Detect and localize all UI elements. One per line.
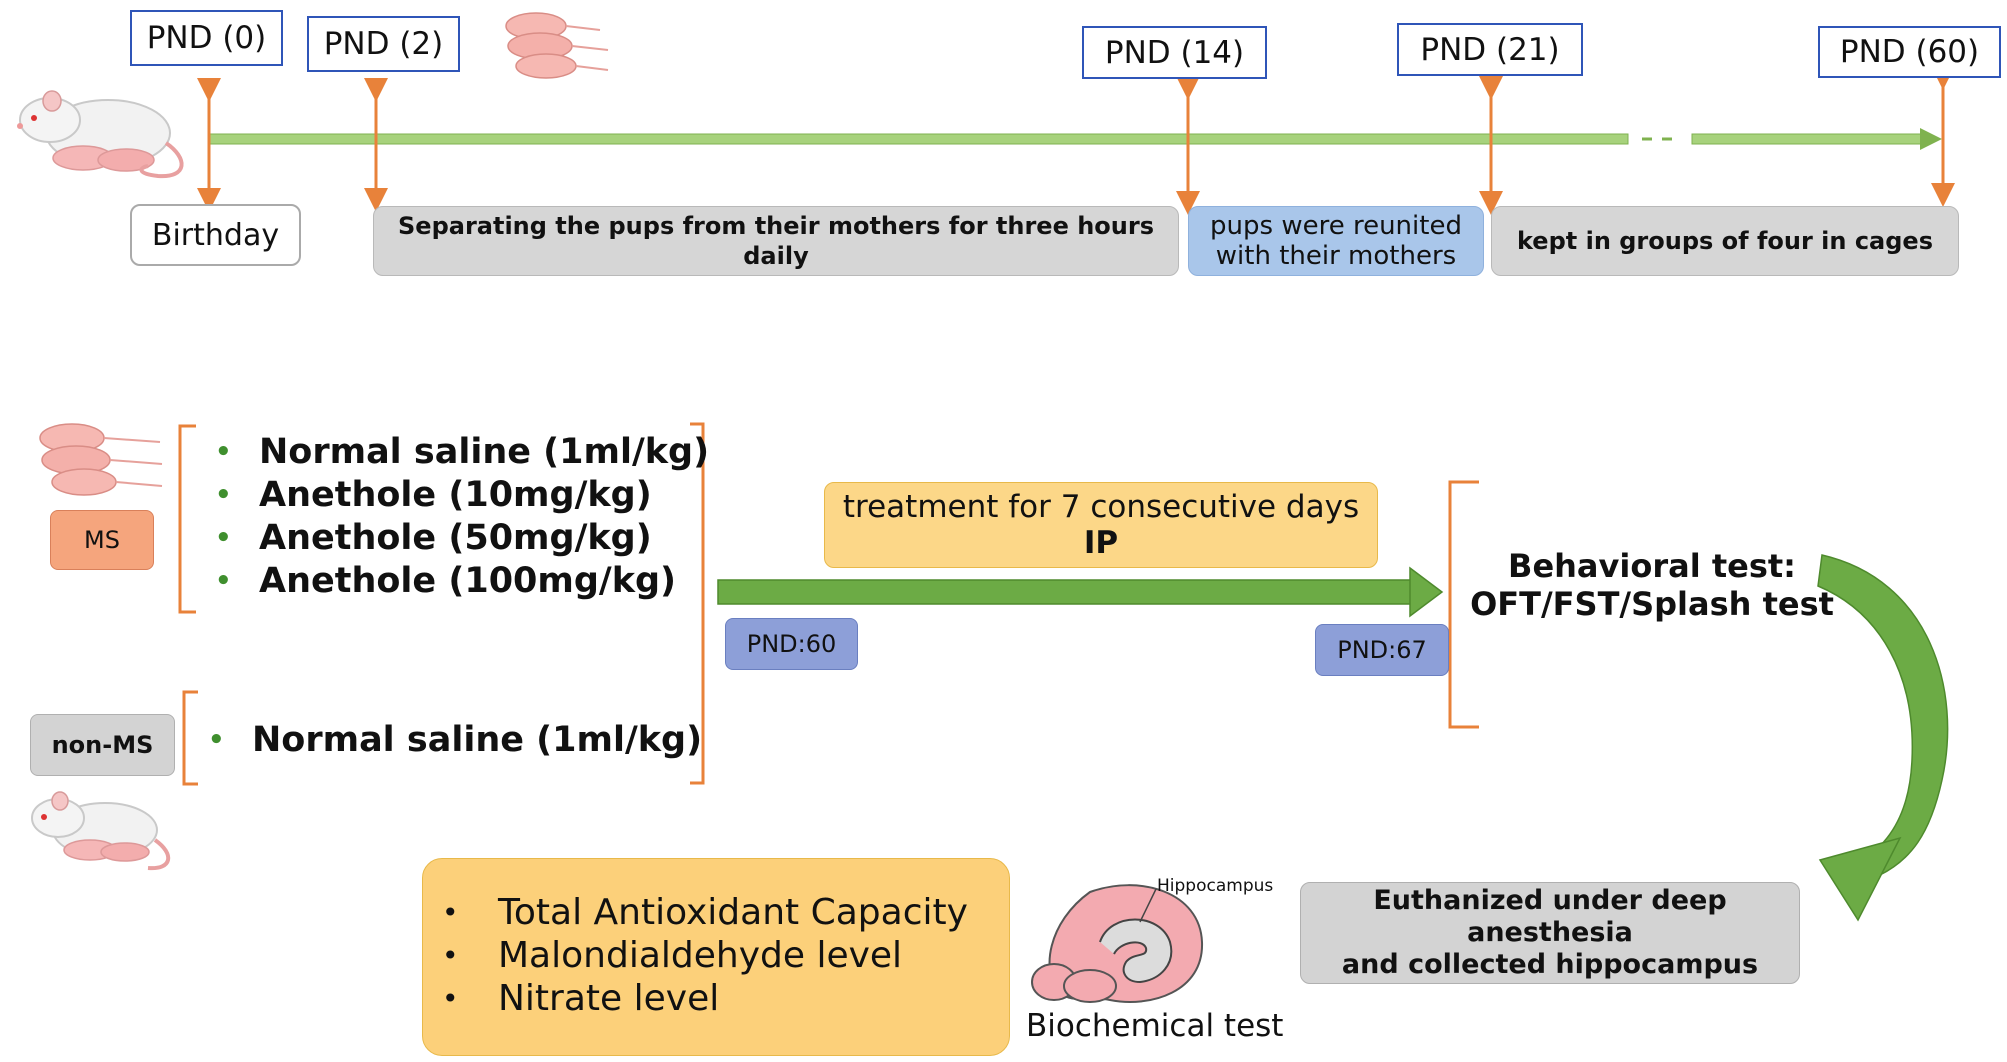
marker-pnd14: PND (14): [1082, 26, 1267, 79]
pups-illustration-top: [505, 12, 609, 79]
biochemical-list: •Total Antioxidant Capacity •Malondialde…: [422, 891, 968, 1020]
euthanized-line2: and collected hippocampus: [1341, 949, 1759, 980]
stage-birthday: Birthday: [130, 204, 301, 266]
all-groups-bracket-right: [690, 422, 705, 785]
list-item: •Normal saline (1ml/kg): [208, 720, 703, 760]
behavioral-test-label: Behavioral test: OFT/FST/Splash test: [1470, 540, 1834, 630]
behavioral-bracket: [1448, 480, 1479, 729]
treatment-line2: IP: [1083, 525, 1119, 561]
list-item: •Anethole (100mg/kg): [215, 561, 677, 601]
rat-illustration-nonms: [31, 791, 171, 871]
marker-pnd60: PND (60): [1818, 26, 2001, 78]
pups-illustration-ms: [39, 423, 163, 496]
pnd-start-tag: PND:60: [725, 618, 858, 670]
pnd-end-tag: PND:67: [1315, 624, 1449, 676]
ms-bracket-left: [178, 424, 196, 614]
list-item: •Anethole (10mg/kg): [215, 475, 652, 515]
marker-pnd0: PND (0): [130, 10, 283, 66]
stage-birthday-label: Birthday: [151, 217, 280, 253]
euthanized-box: Euthanized under deep anesthesia and col…: [1300, 882, 1800, 984]
marker-pnd21: PND (21): [1397, 23, 1583, 76]
timeline-line: [207, 128, 1942, 150]
nonms-bracket-left: [182, 690, 198, 786]
stage-reunited-line2: with their mothers: [1215, 241, 1457, 271]
stage-groups-label: kept in groups of four in cages: [1516, 227, 1933, 255]
list-item: •Anethole (50mg/kg): [215, 518, 652, 558]
timeline-marker-arrows: [197, 66, 1955, 215]
treatment-arrow: [717, 566, 1444, 618]
ms-tag: MS: [50, 510, 154, 570]
stage-separation: Separating the pups from their mothers f…: [373, 206, 1179, 276]
treatment-line1: treatment for 7 consecutive days: [842, 489, 1360, 525]
mother-rat-illustration: [17, 90, 184, 179]
euthanized-line1: Euthanized under deep anesthesia: [1373, 885, 1727, 948]
group-brackets: [178, 422, 1479, 786]
curved-arrow: [1817, 554, 1949, 922]
marker-pnd2: PND (2): [307, 16, 460, 72]
list-item: •Total Antioxidant Capacity: [442, 892, 968, 933]
nonms-tag: non-MS: [30, 714, 175, 776]
treatment-box: treatment for 7 consecutive days IP: [824, 482, 1378, 568]
nonms-treatment-list: •Normal saline (1ml/kg): [200, 719, 702, 762]
stage-reunited-line1: pups were reunited: [1210, 211, 1462, 241]
list-item: •Normal saline (1ml/kg): [215, 432, 710, 472]
behavioral-line2: OFT/FST/Splash test: [1470, 585, 1834, 623]
biochemical-test-title: Biochemical test: [1026, 1008, 1284, 1044]
ms-treatment-list: •Normal saline (1ml/kg) •Anethole (10mg/…: [207, 431, 709, 603]
behavioral-line1: Behavioral test:: [1508, 547, 1796, 585]
stage-separation-label: Separating the pups from their mothers f…: [398, 212, 1154, 270]
list-item: •Malondialdehyde level: [442, 935, 903, 976]
stage-groups: kept in groups of four in cages: [1491, 206, 1959, 276]
biochemical-box: [422, 858, 1010, 1056]
list-item: •Nitrate level: [442, 978, 720, 1019]
hippocampus-label: Hippocampus: [1157, 876, 1274, 896]
brain-icon: [1031, 884, 1204, 1003]
stage-reunited: pups were reunited with their mothers: [1188, 206, 1484, 276]
